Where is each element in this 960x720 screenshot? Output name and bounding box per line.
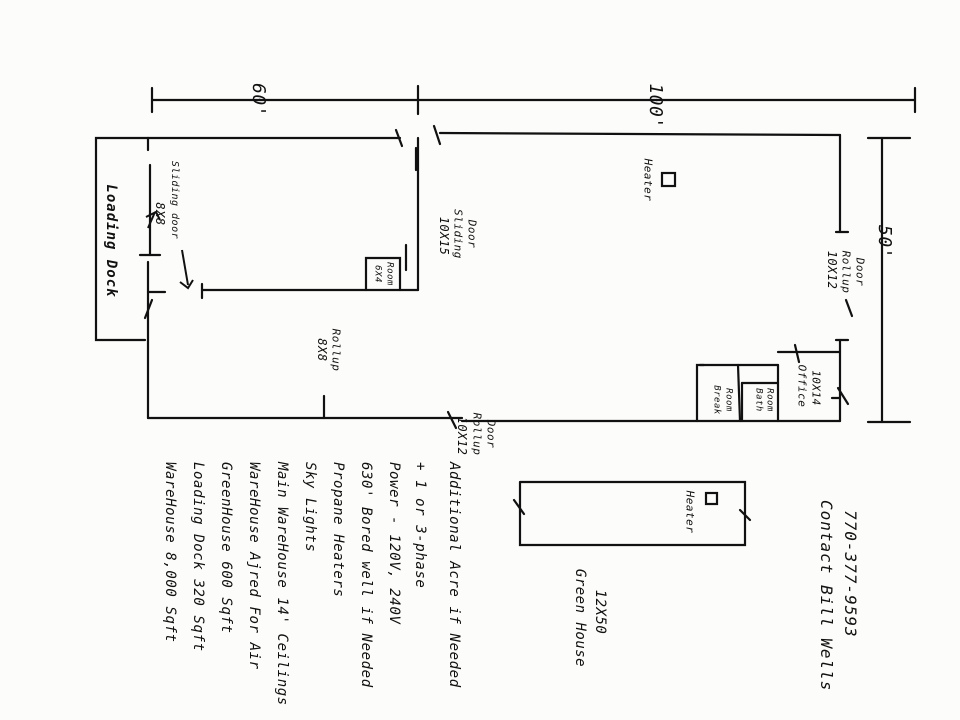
note-line: Power - 120V, 240V [386,462,402,625]
greenhouse-size: 12X50 [592,589,608,635]
note-line: Sky Lights [302,462,318,553]
bath-room-label-2: Room [764,388,775,412]
greenhouse-heater-icon [704,491,719,506]
sliding-door-small-size: 8X8 [153,202,167,226]
rollup-bottom-label: Rollup [470,412,484,456]
rollup-bottom-size: 10X12 [455,416,469,456]
heater-label: Heater [641,158,655,202]
office-size: 10X14 [809,370,823,406]
loading-dock-label: Loading Dock [103,184,119,298]
sliding-door-main-label-2: Door [465,219,479,249]
office-label: Office [795,364,809,408]
bath-room-label: Bath [753,388,764,412]
office-bath-break-rooms [695,343,850,423]
small-room-walls [364,243,408,292]
note-line: GreenHouse 600 Sqft [218,462,234,634]
dimension-label-50: 50' [874,224,895,260]
rollup-right-label: Rollup [839,250,853,294]
note-line: Main WareHouse 14' Ceilings [274,462,290,706]
heater-icon [660,171,677,188]
rollup-side-size: 8X8 [315,338,329,362]
note-line: Propane Heaters [330,462,346,598]
break-room-label-2: Room [723,388,734,412]
note-line: Loading Dock 320 Sqft [190,462,206,652]
dimension-label-100: 100' [645,83,666,129]
rollup-door-bottom-mark [446,410,458,430]
note-line: WareHouse 8,000 Sqft [162,462,178,643]
note-line: 630' Bored well if Needed [358,462,374,688]
rollup-side-label: Rollup [329,328,343,372]
note-line: + 1 or 3-phase [412,462,428,589]
sliding-door-small-label: Sliding door [169,160,180,240]
note-line: WareHouse Ajred For Air [246,462,262,670]
sliding-door-main-size: 10X15 [437,216,451,256]
property-notes: WareHouse 8,000 Sqft Loading Dock 320 Sq… [156,462,476,706]
contact-name: Contact Bill Wells [817,500,836,692]
small-room-label: Room [384,262,395,286]
rollup-right-label-2: Door [853,257,867,287]
main-warehouse-walls [146,131,842,423]
greenhouse-outline [512,480,752,547]
greenhouse-heater-label: Heater [683,490,697,534]
dimension-label-60: 60' [248,82,269,118]
rollup-door-right-marks [834,230,854,342]
note-line: Additional Acre if Needed [446,462,462,688]
interior-partition [146,136,420,420]
break-room-label: Break [711,385,722,415]
arrow-icon [145,210,194,290]
small-room-size: 6X4 [372,265,383,283]
right-dimension-line [866,136,912,424]
sliding-door-main-label: Sliding [451,209,465,259]
top-dimension-line [150,84,917,116]
sliding-door-marks [138,124,442,257]
rollup-bottom-label-2: Door [484,419,498,449]
greenhouse-title: Green House [572,568,588,668]
contact-phone: 770-377-9593 [841,510,860,638]
rollup-right-size: 10X12 [825,250,839,290]
